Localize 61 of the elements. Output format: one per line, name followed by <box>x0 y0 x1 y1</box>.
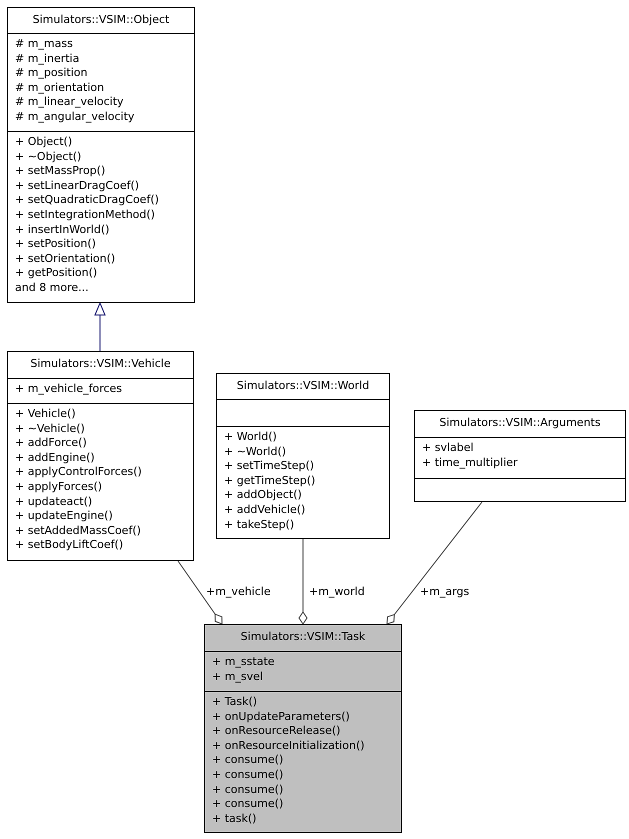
member-text: + applyForces() <box>15 480 102 495</box>
edge-label: +m_world <box>308 585 366 598</box>
member-text: # m_angular_velocity <box>15 110 134 125</box>
class-name: Simulators::VSIM::Vehicle <box>29 357 172 371</box>
member-text: + setOrientation() <box>15 252 116 266</box>
member-text: + consume() <box>212 768 284 783</box>
member-text: + World() <box>224 430 277 445</box>
member-text: + getTimeStep() <box>224 474 316 488</box>
class-name: Simulators::VSIM::Task <box>240 630 366 644</box>
member-text: # m_orientation <box>15 80 104 96</box>
class-box <box>7 7 195 303</box>
member-text: + setPosition() <box>15 237 96 252</box>
member-text: + setAddedMassCoef() <box>15 524 141 538</box>
member-text: + onUpdateParameters() <box>212 710 350 724</box>
member-text: + takeStep() <box>224 518 294 532</box>
member-text: # m_inertia <box>15 52 80 66</box>
member-text: and 8 more... <box>15 280 89 296</box>
member-text: + task() <box>212 812 256 826</box>
member-text: + onResourceRelease() <box>212 724 340 739</box>
member-text: + Vehicle() <box>15 407 76 422</box>
member-text: + consume() <box>212 782 284 798</box>
member-text: # m_position <box>15 66 88 81</box>
member-text: + m_vehicle_forces <box>15 382 122 397</box>
member-text: + m_svel <box>212 670 263 684</box>
member-text: + ~World() <box>224 444 286 460</box>
member-text: + getPosition() <box>15 266 98 281</box>
member-text: + setLinearDragCoef() <box>15 178 140 194</box>
member-text: + ~Vehicle() <box>15 422 85 436</box>
member-text: + svlabel <box>422 441 474 456</box>
member-text: + updateact() <box>15 494 92 510</box>
class-name: Simulators::VSIM::World <box>236 379 370 393</box>
member-text: + setMassProp() <box>15 164 106 179</box>
member-text: + addObject() <box>224 488 302 503</box>
class-name: Simulators::VSIM::Object <box>32 13 170 27</box>
class-box <box>216 373 390 539</box>
member-text: + time_multiplier <box>422 456 518 470</box>
class-name: Simulators::VSIM::Arguments <box>438 416 602 430</box>
member-text: + Object() <box>15 135 72 150</box>
member-text: + ~Object() <box>15 150 82 164</box>
member-text: + Task() <box>212 695 258 710</box>
member-text: + updateEngine() <box>15 509 113 524</box>
edge-label: +m_vehicle <box>205 585 272 598</box>
member-text: + consume() <box>212 797 284 812</box>
class-box <box>7 351 194 561</box>
member-text: + setQuadraticDragCoef() <box>15 193 159 208</box>
member-text: + setIntegrationMethod() <box>15 208 155 223</box>
member-text: # m_mass <box>15 37 73 52</box>
member-text: + setTimeStep() <box>224 459 314 474</box>
edge-label: +m_args <box>419 585 470 598</box>
member-text: + addForce() <box>15 436 87 451</box>
member-text: + consume() <box>212 753 284 768</box>
member-text: + onResourceInitialization() <box>212 738 365 754</box>
member-text: + m_sstate <box>212 655 275 670</box>
member-text: # m_linear_velocity <box>15 95 124 110</box>
class-box <box>204 624 402 833</box>
member-text: + setBodyLiftCoef() <box>15 538 124 553</box>
member-text: + addVehicle() <box>224 502 306 518</box>
class-box <box>414 410 626 502</box>
member-text: + applyControlForces() <box>15 465 142 480</box>
member-text: + insertInWorld() <box>15 222 110 238</box>
member-text: + addEngine() <box>15 450 95 466</box>
